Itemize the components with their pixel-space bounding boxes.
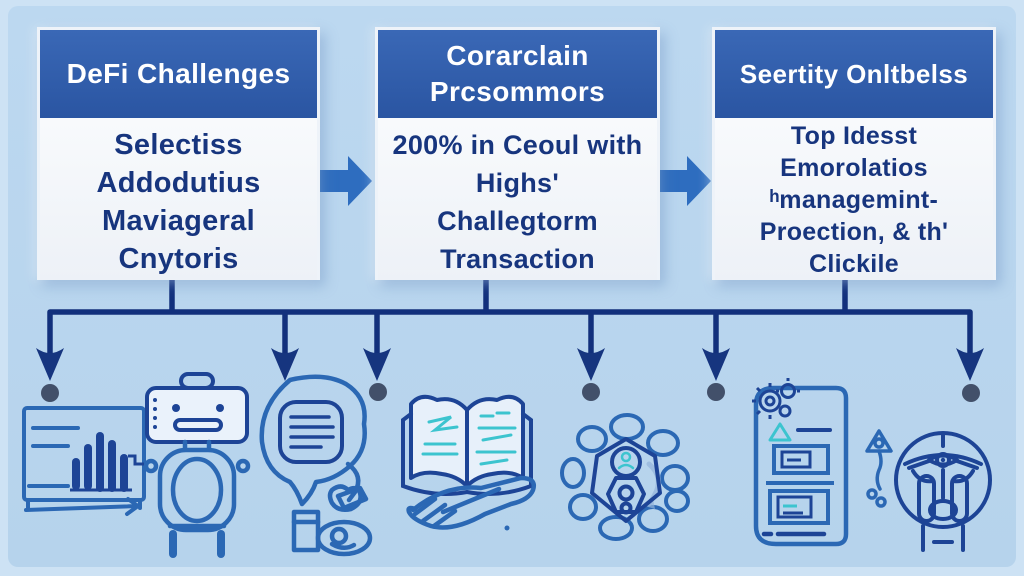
connector-dots bbox=[41, 383, 980, 402]
right-arrow-icon bbox=[320, 156, 372, 206]
key-icon bbox=[865, 429, 893, 508]
privacy-blob-lock-icon bbox=[560, 413, 690, 541]
box-header-line: Seertity Onltbelss bbox=[739, 58, 969, 89]
body-line: Transaction bbox=[440, 244, 595, 274]
open-book-on-hand-icon bbox=[401, 394, 536, 531]
speech-bubble-notes-icon bbox=[259, 374, 373, 557]
body-line: ʰmanagemint- bbox=[769, 186, 939, 214]
body-line: Challegtorm bbox=[437, 206, 598, 236]
box-body: Top Idesst Emorolatios ʰmanagemint- Proe… bbox=[715, 118, 993, 280]
gear-icon bbox=[752, 378, 800, 419]
box-header: Seertity Onltbelss bbox=[715, 30, 993, 118]
face-scan-icon bbox=[894, 431, 992, 552]
box-header-line: DeFi Challenges bbox=[66, 58, 291, 89]
robot-icon bbox=[143, 372, 251, 558]
flow-box-seertity: Seertity Onltbelss Top Idesst Emorolatio… bbox=[712, 27, 996, 280]
body-line: Highs' bbox=[475, 168, 560, 198]
body-line: Clickile bbox=[809, 250, 899, 278]
body-line: Maviageral bbox=[102, 205, 255, 237]
body-line: Top Idesst bbox=[790, 122, 918, 150]
box-header-line: Corarclain bbox=[446, 40, 589, 71]
box-header: Corarclain Prcsommors bbox=[378, 30, 657, 118]
box-body: 200% in Ceoul with Highs' Challegtorm Tr… bbox=[378, 118, 657, 280]
body-line: Addodutius bbox=[96, 167, 261, 199]
body-line: Selectiss bbox=[114, 129, 243, 161]
body-line: Emorolatios bbox=[780, 154, 928, 182]
box-header: DeFi Challenges bbox=[40, 30, 317, 118]
box-header-line: Prcsommors bbox=[429, 76, 606, 107]
body-line: Proection, & th' bbox=[759, 218, 949, 246]
document-settings-icon bbox=[752, 378, 849, 547]
flow-box-corarclain: Corarclain Prcsommors 200% in Ceoul with… bbox=[375, 27, 660, 280]
body-line: Cnytoris bbox=[118, 243, 239, 275]
bar-chart-presentation-icon bbox=[22, 406, 166, 516]
box-body: Selectiss Addodutius Maviageral Cnytoris bbox=[40, 118, 317, 280]
flow-box-defi-challenges: DeFi Challenges Selectiss Addodutius Mav… bbox=[37, 27, 320, 280]
right-arrow-icon bbox=[659, 156, 711, 206]
body-line: 200% in Ceoul with bbox=[392, 130, 643, 160]
down-arrowheads bbox=[36, 348, 984, 381]
connector-lines bbox=[47, 278, 973, 354]
